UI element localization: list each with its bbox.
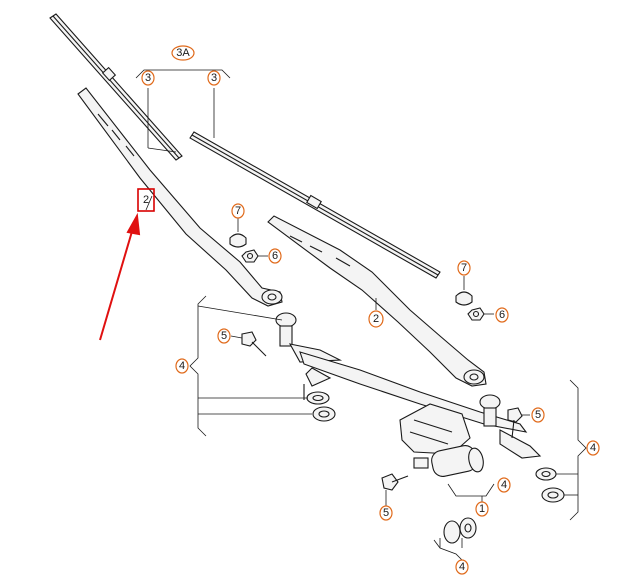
svg-text:7: 7 xyxy=(461,262,467,274)
svg-text:1: 1 xyxy=(479,503,485,515)
callout-7-left: 7 xyxy=(231,203,245,219)
bolt-right[interactable] xyxy=(507,407,523,439)
callout-3-right: 3 xyxy=(207,70,221,86)
bolt-bottom[interactable] xyxy=(381,473,409,491)
grommet-right-lower[interactable] xyxy=(541,487,565,503)
grommet-left-lower[interactable] xyxy=(312,406,336,422)
svg-text:6: 6 xyxy=(499,309,505,321)
svg-text:4: 4 xyxy=(179,360,185,372)
svg-text:5: 5 xyxy=(383,507,389,519)
wiper-blade-right[interactable] xyxy=(189,131,441,279)
callout-2-left-highlighted: 2 xyxy=(137,188,155,212)
callout-4-bottom: 4 xyxy=(455,559,469,575)
callout-7-right: 7 xyxy=(457,260,471,276)
grommet-right-upper[interactable] xyxy=(535,467,557,481)
svg-text:2: 2 xyxy=(143,194,149,206)
grommet-left-upper[interactable] xyxy=(306,391,330,405)
wiper-blade-left[interactable] xyxy=(49,13,183,161)
callout-5-right: 5 xyxy=(531,407,545,423)
svg-text:3A: 3A xyxy=(176,47,190,59)
svg-text:6: 6 xyxy=(272,250,278,262)
wiper-linkage-frame[interactable] xyxy=(275,312,542,459)
bolt-left[interactable] xyxy=(241,331,267,357)
callout-1: 1 xyxy=(475,501,489,517)
callout-6-right: 6 xyxy=(495,307,509,323)
callout-5-bottom: 5 xyxy=(379,505,393,521)
callout-2-right: 2 xyxy=(368,310,384,328)
callout-5-left: 5 xyxy=(217,328,231,344)
svg-text:4: 4 xyxy=(459,561,465,573)
svg-text:4: 4 xyxy=(590,442,596,454)
nut-right[interactable] xyxy=(467,307,485,321)
callout-3a: 3A xyxy=(171,45,195,61)
callout-6-left: 6 xyxy=(268,248,282,264)
svg-text:3: 3 xyxy=(145,72,151,84)
svg-text:2: 2 xyxy=(373,313,379,325)
callout-4-left: 4 xyxy=(175,358,189,374)
callout-3-left: 3 xyxy=(141,70,155,86)
wiper-arm-left[interactable] xyxy=(77,87,283,307)
svg-text:7: 7 xyxy=(235,205,241,217)
wiper-arm-right[interactable] xyxy=(267,215,487,387)
nut-left[interactable] xyxy=(241,249,259,263)
cap-left[interactable] xyxy=(229,233,247,248)
svg-text:4: 4 xyxy=(501,479,507,491)
wiper-motor[interactable] xyxy=(399,403,485,478)
svg-text:3: 3 xyxy=(211,72,217,84)
grommet-bottom[interactable] xyxy=(443,517,477,544)
leader-lines xyxy=(135,69,587,561)
callout-4-bottom-center: 4 xyxy=(497,477,511,493)
callout-4-right: 4 xyxy=(586,440,600,456)
svg-text:5: 5 xyxy=(535,409,541,421)
svg-text:5: 5 xyxy=(221,330,227,342)
red-pointer-arrow xyxy=(99,212,141,341)
cap-right[interactable] xyxy=(455,291,473,306)
